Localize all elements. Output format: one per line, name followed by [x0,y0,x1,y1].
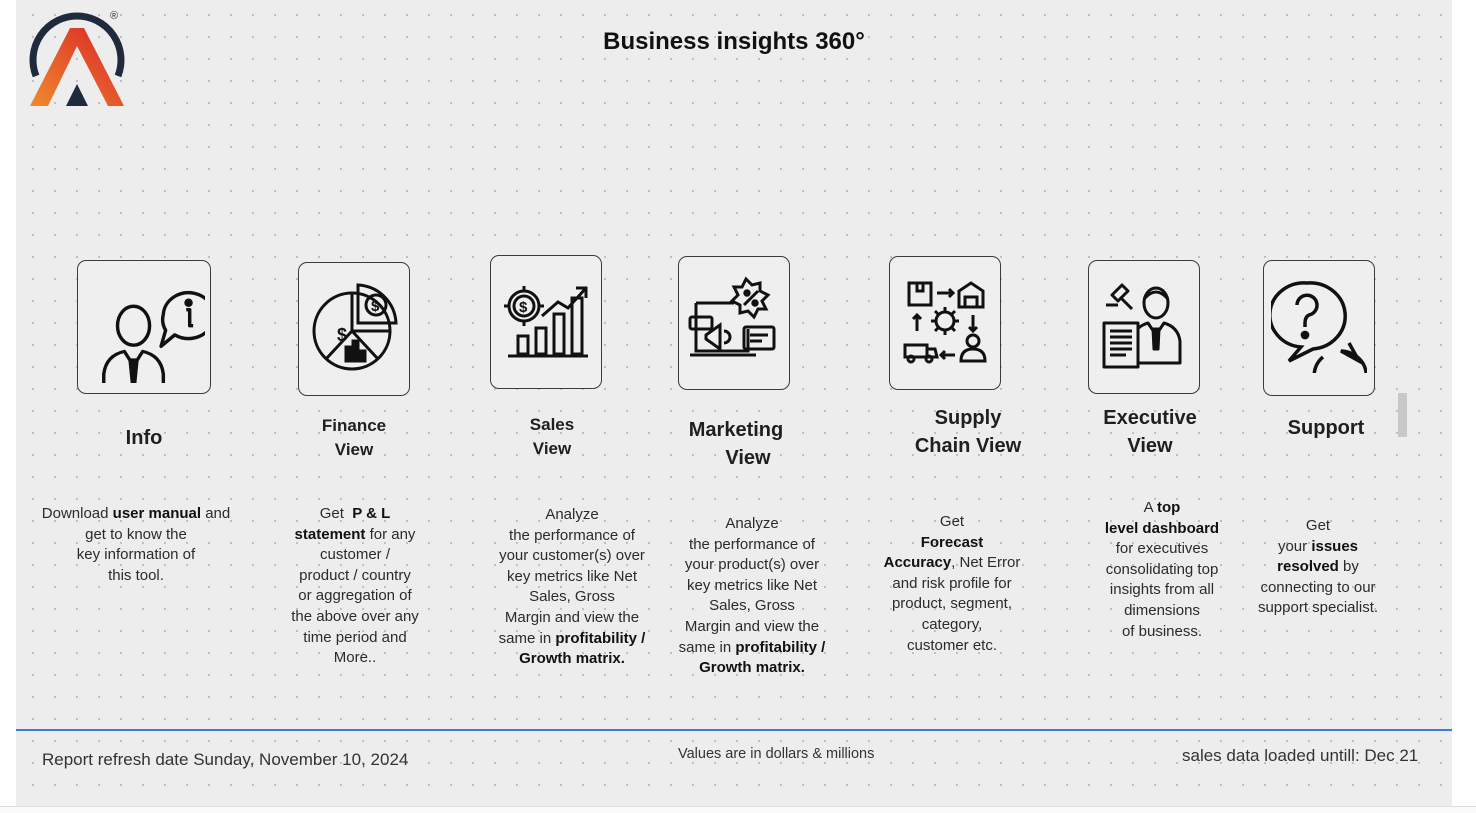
report-canvas: ® Business insights 360° Info Download u… [16,0,1452,806]
bottom-strip [0,806,1476,813]
tile-info-title: Info [125,427,163,449]
svg-text:$: $ [519,299,528,316]
svg-text:$: $ [337,325,347,345]
refresh-date-text: Report refresh date Sunday, November 10,… [42,750,408,770]
person-info-icon [102,291,205,383]
refresh-date-value: Sunday, November 10, 2024 [193,750,409,769]
tile-support-title: Support [1287,417,1365,439]
sales-growth-icon: $ [504,286,588,358]
scrollbar-thumb[interactable] [1398,393,1407,437]
supply-chain-icon [903,281,987,364]
company-logo [29,12,125,106]
pie-chart-dollar-icon: $ $ [312,283,398,371]
support-card[interactable] [1263,260,1375,396]
executive-icon [1102,283,1182,369]
refresh-date-label: Report refresh date [42,750,189,769]
supply-chain-card[interactable] [889,256,1001,390]
sales-card[interactable]: $ [490,255,602,389]
registered-mark: ® [110,10,119,22]
sales-loaded-text: sales data loaded untill: Dec 21 [1182,746,1419,765]
info-card[interactable] [77,260,211,394]
support-question-icon [1271,281,1367,373]
svg-text:$: $ [371,298,380,315]
values-note: Values are in dollars & millions [678,746,875,762]
finance-card[interactable]: $ $ [298,262,410,396]
marketing-promo-icon [688,276,776,357]
footer-divider [16,729,1452,731]
executive-card[interactable] [1088,260,1200,394]
page-title: Business insights 360° [603,28,865,55]
marketing-card[interactable] [678,256,790,390]
